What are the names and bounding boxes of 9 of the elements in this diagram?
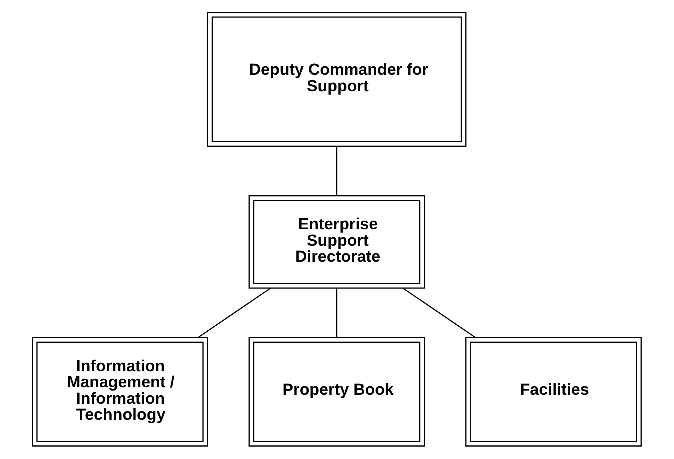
- node-box: Enterprise Support Directorate: [248, 195, 426, 289]
- node-box: Facilities: [466, 337, 642, 447]
- connector: [336, 288, 338, 338]
- node-box: Deputy Commander for Support: [207, 12, 467, 148]
- connector: [336, 146, 338, 196]
- node-box: Property Book: [248, 337, 426, 447]
- connector: [198, 288, 272, 338]
- connector: [402, 288, 476, 338]
- node-box: Information Management / Information Technology: [32, 337, 208, 447]
